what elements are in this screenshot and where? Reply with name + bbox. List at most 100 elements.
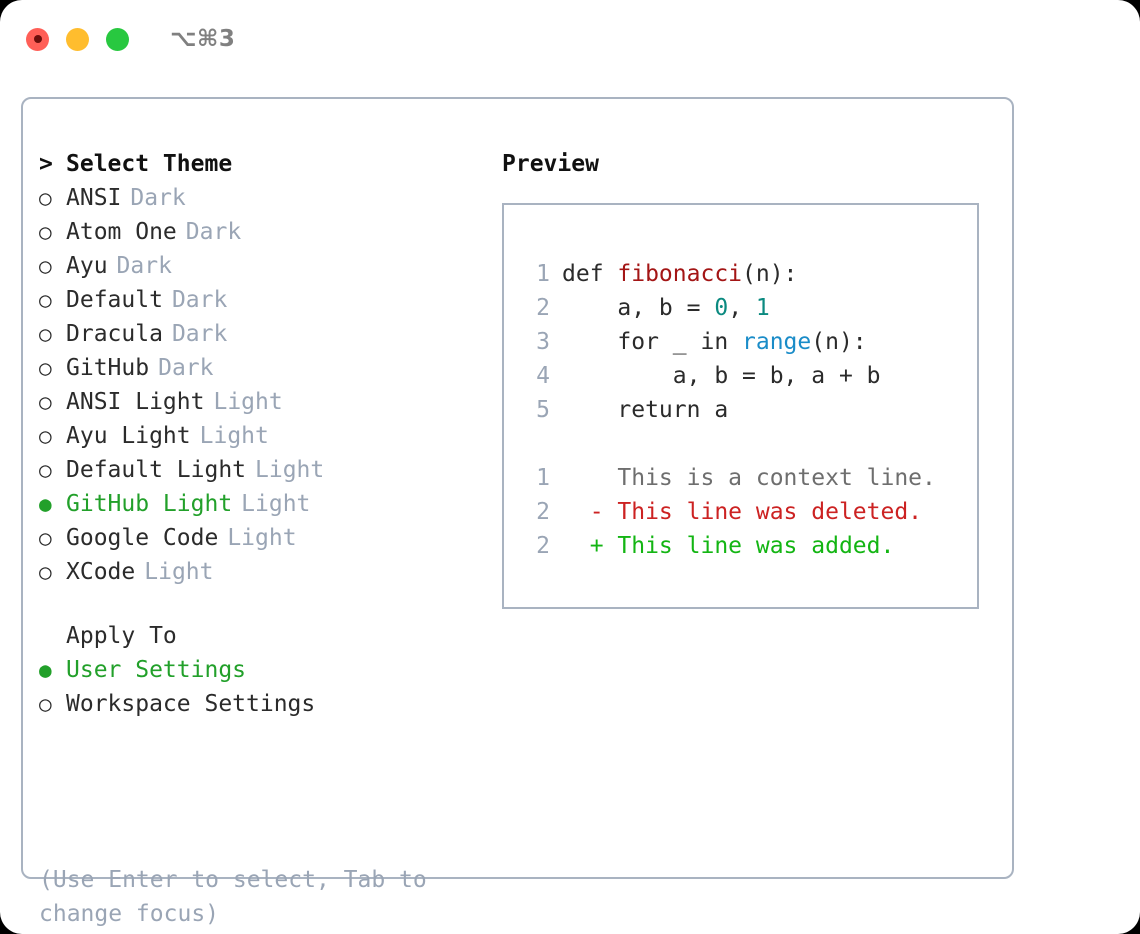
preview-title: Preview	[502, 151, 599, 177]
theme-option-label: ANSI Light	[66, 389, 205, 415]
line-number: 1	[536, 465, 550, 491]
code-token-plain: ,	[728, 295, 756, 321]
minimize-button[interactable]	[66, 27, 89, 51]
code-token-plain: a, b = b, a + b	[672, 363, 881, 389]
code-token-plain: a, b =	[617, 295, 715, 321]
code-token-plain: (n):	[811, 329, 867, 355]
code-line-text: return a	[562, 393, 728, 427]
theme-variant-tag: Dark	[116, 253, 172, 279]
code-line-text: a, b = b, a + b	[562, 359, 881, 393]
diff-line: 1 This is a context line.	[504, 461, 977, 495]
line-number: 2	[536, 499, 550, 525]
code-token-plain: def	[562, 261, 618, 287]
radio-empty-icon: ○	[39, 220, 52, 244]
theme-variant-tag: Light	[241, 491, 311, 517]
diff-line: 2 + This line was added.	[504, 529, 977, 563]
line-number: 3	[536, 329, 550, 355]
maximize-button[interactable]	[106, 27, 129, 51]
theme-variant-tag: Light	[227, 525, 297, 551]
code-spacer	[504, 427, 977, 461]
apply-to-option-user-settings[interactable]: ● User Settings	[39, 653, 499, 687]
radio-empty-icon: ○	[39, 254, 52, 278]
theme-option-label: XCode	[66, 559, 136, 585]
theme-option-ayu[interactable]: ○ Ayu Dark	[39, 249, 499, 283]
close-button[interactable]	[26, 27, 49, 51]
theme-option-label: Ayu	[66, 253, 108, 279]
radio-empty-icon: ○	[39, 560, 52, 584]
radio-empty-icon: ○	[39, 424, 52, 448]
code-token-plain: return a	[617, 397, 729, 423]
code-line-text: a, b = 0, 1	[562, 291, 769, 325]
code-line-text: for _ in range(n):	[562, 325, 867, 359]
code-token-fn: fibonacci	[617, 261, 743, 287]
theme-variant-tag: Light	[144, 559, 214, 585]
code-line: 5 return a	[504, 393, 977, 427]
traffic-light-group	[26, 27, 129, 51]
radio-empty-icon: ○	[39, 356, 52, 380]
theme-option-label: Google Code	[66, 525, 219, 551]
theme-variant-tag: Dark	[185, 219, 242, 245]
radio-selected-icon: ●	[39, 492, 52, 516]
radio-empty-icon: ○	[39, 390, 52, 414]
radio-empty-icon: ○	[39, 288, 52, 312]
code-token-num: 0	[714, 295, 729, 321]
theme-variant-tag: Dark	[130, 185, 186, 211]
theme-option-default-light[interactable]: ○ Default Light Light	[39, 453, 499, 487]
diff-line-text: + This line was added.	[562, 533, 895, 559]
line-number: 4	[536, 363, 550, 389]
diff-block: 1 This is a context line.2 - This line w…	[504, 461, 977, 563]
code-token-kw: range	[742, 329, 812, 355]
radio-selected-icon: ●	[39, 658, 52, 682]
diff-line-text: This is a context line.	[562, 465, 936, 491]
radio-empty-icon: ○	[39, 526, 52, 550]
code-line: 3 for _ in range(n):	[504, 325, 977, 359]
radio-empty-icon: ○	[39, 186, 52, 210]
code-token-plain: (n):	[742, 261, 798, 287]
code-line: 4 a, b = b, a + b	[504, 359, 977, 393]
line-number: 1	[536, 261, 550, 287]
apply-to-options: ● User Settings ○ Workspace Settings	[39, 653, 499, 721]
theme-option-xcode[interactable]: ○ XCode Light	[39, 555, 499, 589]
code-line: 2 a, b = 0, 1	[504, 291, 977, 325]
theme-option-label: Default	[66, 287, 163, 313]
code-token-plain: for _ in	[617, 329, 743, 355]
apply-to-option-workspace-settings[interactable]: ○ Workspace Settings	[39, 687, 499, 721]
theme-picker-heading: > Select Theme	[39, 147, 499, 181]
keyboard-hint: (Use Enter to select, Tab to change focu…	[39, 867, 427, 927]
apply-to-option-label: Workspace Settings	[66, 691, 316, 717]
theme-variant-tag: Light	[255, 457, 325, 483]
theme-option-label: Dracula	[66, 321, 163, 347]
radio-empty-icon: ○	[39, 692, 52, 716]
spacer	[39, 589, 499, 619]
theme-variant-tag: Dark	[171, 321, 228, 347]
radio-empty-icon: ○	[39, 458, 52, 482]
shortcut-label: ⌥⌘3	[170, 26, 236, 52]
theme-option-google-code[interactable]: ○ Google Code Light	[39, 521, 499, 555]
theme-option-default[interactable]: ○ Default Dark	[39, 283, 499, 317]
apply-to-option-label: User Settings	[66, 657, 247, 683]
theme-option-label: GitHub Light	[66, 491, 233, 517]
theme-option-label: Default Light	[66, 457, 247, 483]
theme-option-label: GitHub	[66, 355, 150, 381]
code-line: 1 def fibonacci(n):	[504, 257, 977, 291]
theme-option-label: Ayu Light	[66, 423, 191, 449]
theme-option-github-light[interactable]: ● GitHub Light Light	[39, 487, 499, 521]
diff-line-text: - This line was deleted.	[562, 499, 923, 525]
line-number: 2	[536, 533, 550, 559]
diff-line: 2 - This line was deleted.	[504, 495, 977, 529]
theme-variant-tag: Dark	[171, 287, 228, 313]
code-line-text: def fibonacci(n):	[562, 257, 797, 291]
